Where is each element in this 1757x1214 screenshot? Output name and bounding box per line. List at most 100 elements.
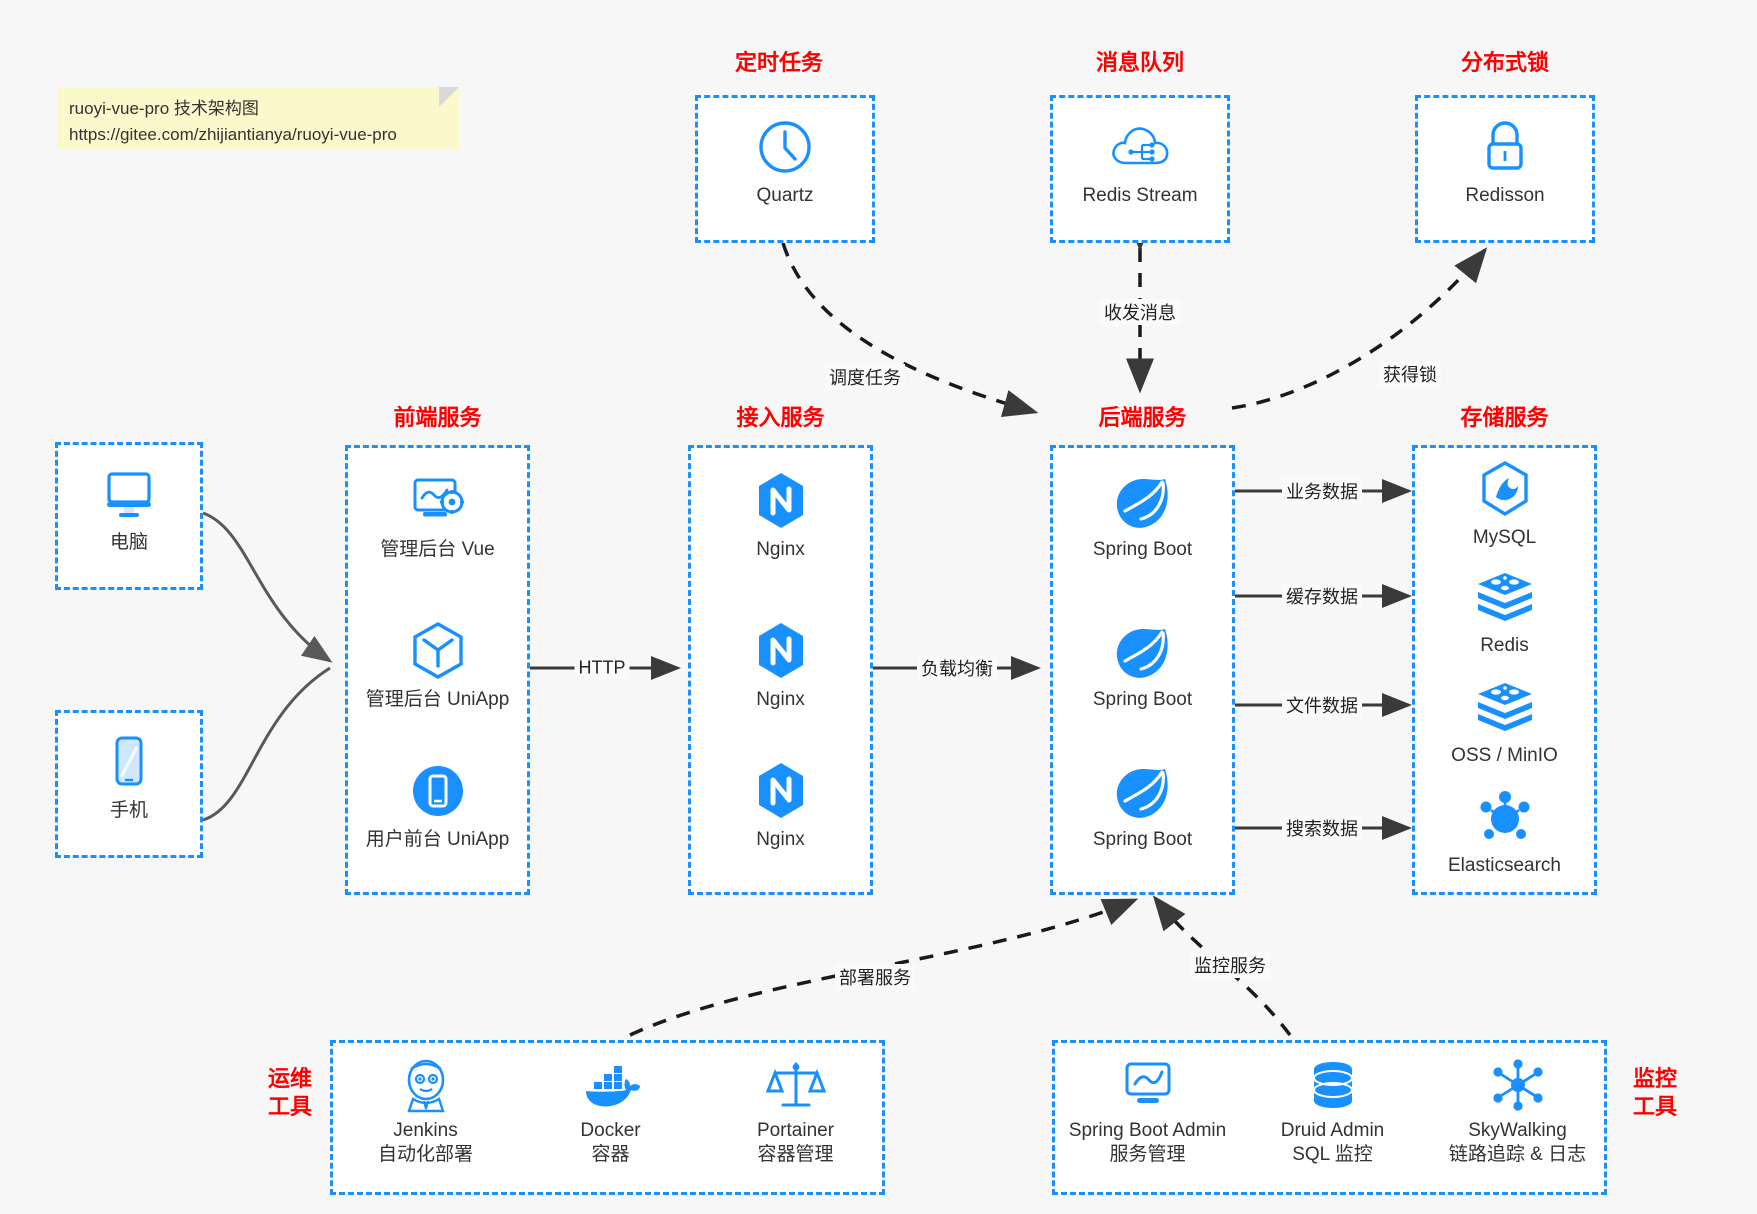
node-nginx-2[interactable]: Nginx — [691, 620, 870, 712]
group-title-scheduler: 定时任务 — [734, 50, 823, 75]
nginx-icon — [691, 470, 870, 532]
node-label-spring-boot-admin: Spring Boot Admin — [1068, 1120, 1227, 1141]
group-title-lock: 分布式锁 — [1460, 50, 1549, 75]
spring-boot-icon — [1053, 620, 1232, 682]
node-admin-uniapp[interactable]: 管理后台 UniApp — [348, 620, 527, 712]
node-label-redis: Redis — [1480, 635, 1529, 656]
node-desktop[interactable]: 电脑 — [58, 463, 200, 555]
node-label-docker: Docker — [580, 1120, 641, 1141]
nginx-icon — [691, 760, 870, 822]
elasticsearch-icon — [1415, 786, 1594, 848]
node-sub-docker: 容器 — [591, 1143, 630, 1165]
clock-icon — [698, 116, 872, 178]
node-label-quartz: Quartz — [756, 185, 814, 206]
node-nginx-1[interactable]: Nginx — [691, 470, 870, 562]
node-label-spring-boot-2: Spring Boot — [1092, 689, 1193, 710]
database-icon — [1240, 1057, 1425, 1113]
monitor-title-line-2: 工具 — [1632, 1093, 1677, 1119]
node-redisson[interactable]: Redisson — [1418, 116, 1592, 208]
redis-stack-icon — [1415, 566, 1594, 628]
monitor-chart-icon — [1055, 1057, 1240, 1113]
group-title-backend: 后端服务 — [1098, 405, 1187, 430]
edge-label-monitor-service: 监控服务 — [1190, 952, 1270, 978]
jenkins-icon — [333, 1057, 518, 1113]
node-label-elasticsearch: Elasticsearch — [1448, 855, 1561, 876]
node-label-skywalking: SkyWalking — [1468, 1120, 1567, 1141]
group-scheduler[interactable]: Quartz — [695, 95, 875, 243]
group-storage[interactable]: MySQL Redis — [1412, 445, 1597, 895]
node-spring-boot-admin[interactable]: Spring Boot Admin 服务管理 — [1055, 1057, 1240, 1167]
node-label-mysql: MySQL — [1472, 527, 1537, 548]
node-label-mobile: 手机 — [109, 800, 148, 821]
node-mysql[interactable]: MySQL — [1415, 458, 1594, 550]
group-title-monitor: 监控 工具 — [1620, 1065, 1690, 1120]
group-title-storage: 存储服务 — [1460, 405, 1549, 430]
node-label-oss-minio: OSS / MinIO — [1451, 745, 1558, 766]
cloud-stream-icon — [1053, 116, 1227, 178]
node-druid-admin[interactable]: Druid Admin SQL 监控 — [1240, 1057, 1425, 1167]
node-redis-stream[interactable]: Redis Stream — [1053, 116, 1227, 208]
node-label-admin-vue: 管理后台 Vue — [380, 539, 495, 560]
node-label-spring-boot-3: Spring Boot — [1092, 829, 1193, 850]
wire-backend-to-redisson — [1231, 247, 1488, 410]
mysql-icon — [1415, 458, 1594, 520]
node-skywalking[interactable]: SkyWalking 链路追踪 & 日志 — [1425, 1057, 1610, 1167]
edge-label-send-receive-message: 收发消息 — [1100, 299, 1180, 325]
node-label-nginx-1: Nginx — [756, 539, 805, 560]
node-spring-boot-3[interactable]: Spring Boot — [1053, 760, 1232, 852]
oss-stack-icon — [1415, 676, 1594, 738]
spring-boot-icon — [1053, 760, 1232, 822]
node-sub-portainer: 容器管理 — [757, 1143, 834, 1165]
diagram-note: ruoyi-vue-pro 技术架构图 https://gitee.com/zh… — [57, 87, 459, 149]
node-oss-minio[interactable]: OSS / MinIO — [1415, 676, 1594, 768]
node-user-uniapp[interactable]: 用户前台 UniApp — [348, 760, 527, 852]
group-gateway[interactable]: Nginx Nginx Nginx — [688, 445, 873, 895]
node-docker[interactable]: Docker 容器 — [518, 1057, 703, 1167]
group-client-desktop[interactable]: 电脑 — [55, 442, 203, 590]
edge-label-acquire-lock: 获得锁 — [1379, 361, 1441, 387]
wire-quartz-to-backend — [781, 242, 1039, 418]
node-sub-jenkins: 自动化部署 — [377, 1143, 473, 1165]
node-sub-skywalking: 链路追踪 & 日志 — [1448, 1143, 1587, 1165]
monitor-title-line-1: 监控 — [1632, 1066, 1677, 1091]
node-portainer[interactable]: Portainer 容器管理 — [703, 1057, 888, 1167]
node-spring-boot-2[interactable]: Spring Boot — [1053, 620, 1232, 712]
node-label-spring-boot-1: Spring Boot — [1092, 539, 1193, 560]
node-jenkins[interactable]: Jenkins 自动化部署 — [333, 1057, 518, 1167]
portainer-icon — [703, 1057, 888, 1113]
group-monitor[interactable]: Spring Boot Admin 服务管理 — [1052, 1040, 1607, 1195]
group-client-mobile[interactable]: 手机 — [55, 710, 203, 858]
note-line-2: https://gitee.com/zhijiantianya/ruoyi-vu… — [69, 124, 397, 144]
node-label-druid-admin: Druid Admin — [1280, 1120, 1385, 1141]
node-label-portainer: Portainer — [756, 1120, 835, 1141]
skywalking-icon — [1425, 1057, 1610, 1113]
hexagon-cube-icon — [348, 620, 527, 682]
edge-label-file-data: 文件数据 — [1282, 692, 1362, 718]
wire-mobile-to-frontend — [202, 666, 331, 822]
group-title-gateway: 接入服务 — [736, 405, 825, 430]
node-mobile[interactable]: 手机 — [58, 731, 200, 823]
group-lock[interactable]: Redisson — [1415, 95, 1595, 243]
group-devops[interactable]: Jenkins 自动化部署 Docker 容器 — [330, 1040, 885, 1195]
spring-boot-icon — [1053, 470, 1232, 532]
node-label-nginx-2: Nginx — [756, 689, 805, 710]
node-label-user-uniapp: 用户前台 UniApp — [365, 829, 510, 850]
node-redis[interactable]: Redis — [1415, 566, 1594, 658]
group-title-mq: 消息队列 — [1095, 50, 1184, 75]
node-admin-vue[interactable]: 管理后台 Vue — [348, 470, 527, 562]
nginx-icon — [691, 620, 870, 682]
edge-label-http: HTTP — [574, 657, 630, 679]
dashboard-gear-icon — [348, 470, 527, 532]
edge-label-search-data: 搜索数据 — [1282, 815, 1362, 841]
node-elasticsearch[interactable]: Elasticsearch — [1415, 786, 1594, 878]
group-title-frontend: 前端服务 — [393, 405, 482, 430]
group-backend[interactable]: Spring Boot Spring Boot Spring Boot — [1050, 445, 1235, 895]
node-nginx-3[interactable]: Nginx — [691, 760, 870, 852]
lock-icon — [1418, 116, 1592, 178]
group-mq[interactable]: Redis Stream — [1050, 95, 1230, 243]
group-frontend[interactable]: 管理后台 Vue 管理后台 UniApp 用户前台 UniApp — [345, 445, 530, 895]
mobile-circle-icon — [348, 760, 527, 822]
node-quartz[interactable]: Quartz — [698, 116, 872, 208]
node-spring-boot-1[interactable]: Spring Boot — [1053, 470, 1232, 562]
